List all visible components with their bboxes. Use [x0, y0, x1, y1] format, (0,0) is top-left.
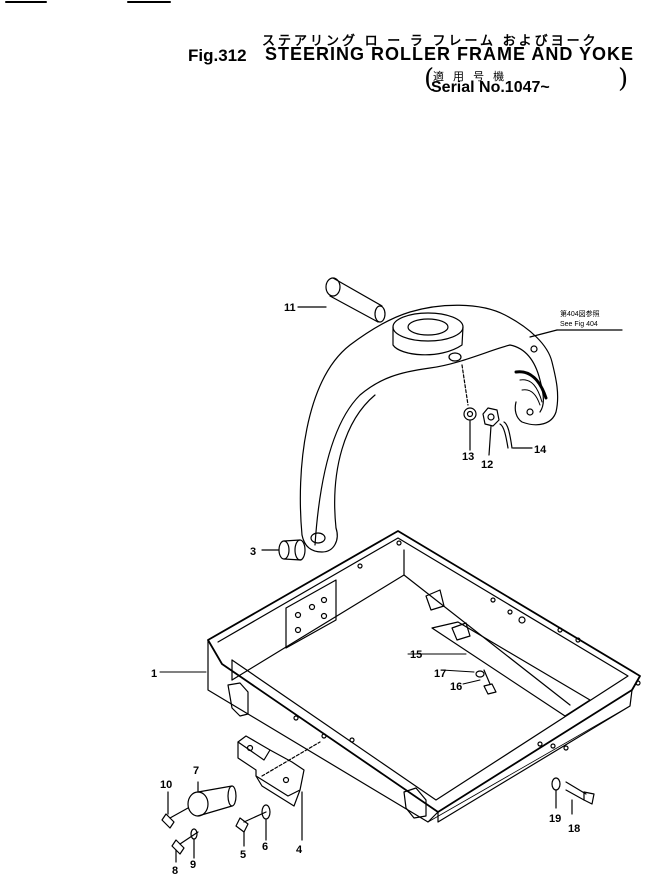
- bolt-part-16: [483, 669, 497, 695]
- serial-label-japanese: 適 用 号 機: [433, 71, 508, 83]
- open-paren: (: [424, 64, 435, 94]
- ref-label-en: See Fig 404: [560, 321, 598, 328]
- part-label-16: 16: [450, 681, 462, 693]
- bushing-part-3: [261, 539, 306, 561]
- part-labels: 1 3 4 5 6 7 8 9 10 11 12 13 14 15 16 17 …: [151, 302, 580, 877]
- part-label-8: 8: [172, 865, 178, 877]
- part-label-1: 1: [151, 668, 157, 680]
- bracket-part-4: [237, 735, 321, 841]
- title-english: STEERING ROLLER FRAME AND YOKE: [265, 44, 635, 64]
- part-label-15: 15: [410, 649, 422, 661]
- ref-callout-text: 第404図参照 See Fig 404: [560, 309, 600, 328]
- figure-number: Fig.312: [188, 46, 247, 65]
- part-label-13: 13: [462, 451, 474, 463]
- part-label-18: 18: [568, 823, 580, 835]
- part-label-19: 19: [549, 813, 561, 825]
- part-label-7: 7: [193, 765, 199, 777]
- part-label-5: 5: [240, 849, 246, 861]
- washer-part-6: [261, 804, 271, 841]
- part-label-11: 11: [284, 302, 296, 314]
- part-label-4: 4: [296, 844, 303, 856]
- part-label-14: 14: [534, 444, 547, 456]
- nut-washer-cotter: [461, 364, 533, 456]
- serial-number: Serial No.1047~: [431, 79, 550, 96]
- bolt-part-10: [161, 791, 189, 829]
- part-label-6: 6: [262, 841, 268, 853]
- ref-callout: [529, 329, 623, 338]
- title-japanese: ステアリング ロ ー ラ フレーム およびヨーク: [262, 33, 599, 48]
- washer-part-19: [551, 777, 561, 809]
- pin-part-11: [297, 277, 386, 323]
- guide-pin-part-7: [187, 781, 237, 817]
- roller-frame: [207, 530, 641, 823]
- close-paren: ): [618, 64, 629, 94]
- part-label-17: 17: [434, 668, 446, 680]
- ref-label-jp: 第404図参照: [560, 309, 600, 318]
- yoke: [299, 304, 559, 553]
- part-label-3: 3: [250, 546, 256, 558]
- part-label-10: 10: [160, 779, 172, 791]
- bolt-part-18: [565, 781, 595, 815]
- bolt-part-8: [171, 831, 199, 863]
- part-label-12: 12: [481, 459, 493, 471]
- leader-lines: [159, 653, 481, 685]
- washer-part-17: [475, 670, 485, 678]
- part-label-9: 9: [190, 859, 196, 871]
- washer-part-9: [190, 828, 198, 859]
